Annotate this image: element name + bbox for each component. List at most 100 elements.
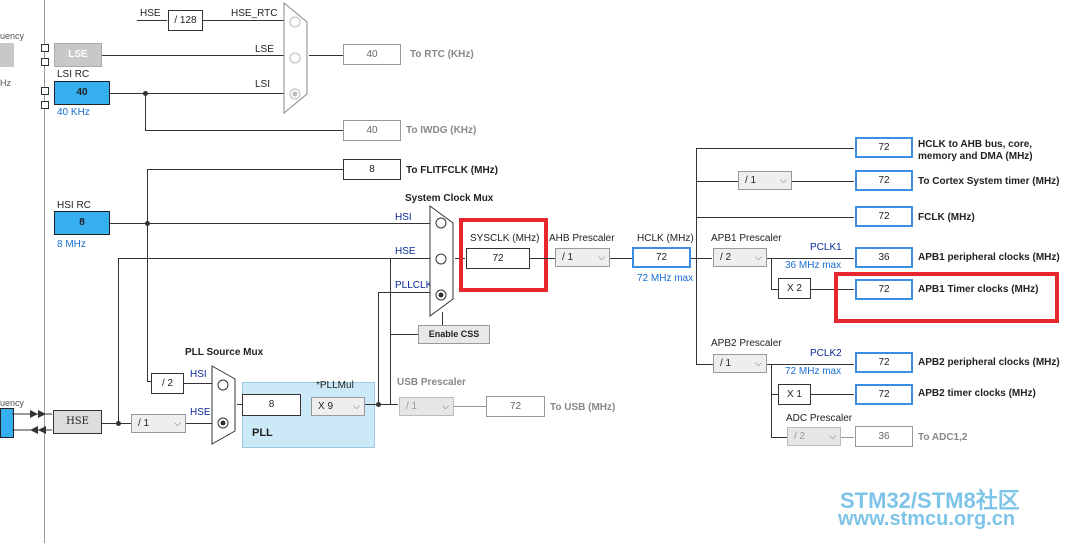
- apb1-timer-label: APB1 Timer clocks (MHz): [918, 284, 1039, 295]
- system-clock-mux[interactable]: [429, 205, 455, 317]
- flitf-dest: To FLITFCLK (MHz): [406, 165, 499, 176]
- apb2-timer-label: APB2 timer clocks (MHz): [918, 388, 1036, 399]
- chevron-down-icon: ⌵: [174, 418, 181, 428]
- usb-out-box: 72: [486, 396, 545, 417]
- apb1-timer-box[interactable]: 72: [855, 279, 913, 300]
- wire: [118, 258, 430, 259]
- chevron-down-icon: ⌵: [353, 401, 360, 411]
- wire: [203, 20, 285, 21]
- usb-value: / 1: [406, 401, 418, 412]
- apb2-x1-box: X 1: [778, 384, 811, 405]
- watermark-line1: STM32/STM8社区: [840, 488, 1020, 513]
- junction: [145, 221, 150, 226]
- pll-source-mux[interactable]: [211, 365, 237, 445]
- wire: [696, 364, 713, 365]
- cortex-prescaler-select[interactable]: / 1 ⌵: [738, 171, 792, 190]
- sysmux-pllclk: PLLCLK: [395, 280, 433, 291]
- pclk2-max: 72 MHz max: [785, 366, 842, 377]
- wire: [454, 406, 486, 407]
- hse-box[interactable]: HSE: [53, 410, 102, 434]
- pclk2-label: PCLK2: [810, 348, 842, 359]
- wire: [841, 437, 854, 438]
- pclk1-max: 36 MHz max: [785, 260, 842, 271]
- adc-value: / 2: [794, 431, 806, 442]
- fclk-box[interactable]: 72: [855, 206, 913, 227]
- adc-prescaler-select[interactable]: / 2 ⌵: [787, 427, 841, 446]
- apb2-timer-box[interactable]: 72: [855, 384, 913, 405]
- apb1-x2-box: X 2: [778, 278, 811, 299]
- wire: [767, 364, 854, 365]
- chevron-down-icon: ⌵: [829, 431, 836, 441]
- sysclk-highlight: [459, 218, 548, 292]
- chevron-down-icon: ⌵: [442, 401, 449, 411]
- wire: [811, 289, 854, 290]
- cortex-timer-label: To Cortex System timer (MHz): [918, 176, 1060, 187]
- hclk-max: 72 MHz max: [637, 273, 694, 284]
- pll-mul-select[interactable]: X 9⌵: [311, 397, 365, 416]
- hsi-freq: 8 MHz: [57, 239, 86, 250]
- apb1-label: APB1 Prescaler: [711, 233, 782, 244]
- apb1-prescaler-select[interactable]: / 2 ⌵: [713, 248, 767, 267]
- apb2-label: APB2 Prescaler: [711, 338, 782, 349]
- sysmux-hse: HSE: [395, 246, 416, 257]
- apb1-timer-highlight: [834, 272, 1059, 323]
- left-divider: [44, 0, 45, 543]
- pll-div2-box: / 2: [151, 373, 184, 394]
- apb1-value: / 2: [720, 252, 732, 263]
- usb-prescaler-select[interactable]: / 1 ⌵: [399, 397, 454, 416]
- wire: [237, 404, 242, 405]
- usb-dest: To USB (MHz): [550, 402, 616, 413]
- wire: [110, 223, 430, 224]
- lsi-label: LSI: [255, 79, 271, 90]
- wire: [771, 437, 787, 438]
- wire: [696, 217, 854, 218]
- chevron-down-icon: ⌵: [780, 175, 787, 185]
- hclk-ahb-box[interactable]: 72: [855, 137, 913, 158]
- wire: [309, 55, 343, 56]
- watermark-line2: www.stmcu.org.cn: [838, 508, 1016, 530]
- hse-label-rtc: HSE: [140, 8, 161, 19]
- wire: [771, 394, 778, 395]
- hse-div-select[interactable]: / 1⌵: [131, 414, 186, 433]
- hclk-value-box[interactable]: 72: [632, 247, 691, 268]
- ahb-prescaler-select[interactable]: / 1⌵: [555, 248, 610, 267]
- pll-mul-label: *PLLMul: [316, 380, 354, 391]
- apb2-peripheral-label: APB2 peripheral clocks (MHz): [918, 357, 1060, 368]
- sysclk-value-box[interactable]: 72: [466, 248, 530, 269]
- iwdg-dest: To IWDG (KHz): [406, 125, 477, 136]
- hse-rtc-label: HSE_RTC: [231, 8, 278, 19]
- hsi-value-box[interactable]: 8: [54, 211, 110, 235]
- wire: [186, 423, 212, 424]
- apb2-prescaler-select[interactable]: / 1 ⌵: [713, 354, 767, 373]
- wire: [771, 364, 772, 437]
- left-box-top: [0, 43, 14, 67]
- wire: [147, 169, 148, 381]
- rtc-dest: To RTC (KHz): [410, 49, 474, 60]
- connector: [41, 44, 49, 52]
- apb1-peripheral-box[interactable]: 36: [855, 247, 913, 268]
- iwdg-value-box: 40: [343, 120, 401, 141]
- wire: [792, 181, 854, 182]
- wire: [530, 258, 555, 259]
- pll-name: PLL: [252, 427, 273, 439]
- chevron-down-icon: ⌵: [755, 358, 762, 368]
- lse-box[interactable]: LSE: [54, 43, 102, 67]
- lsi-title: LSI RC: [57, 69, 90, 80]
- chevron-down-icon: ⌵: [755, 252, 762, 262]
- junction: [116, 421, 121, 426]
- wire: [390, 292, 391, 404]
- lsi-value-box[interactable]: 40: [54, 81, 110, 105]
- wire: [696, 148, 854, 149]
- adc-out-box: 36: [855, 426, 913, 447]
- cortex-timer-box[interactable]: 72: [855, 170, 913, 191]
- wire: [696, 181, 738, 182]
- rtc-mux[interactable]: [283, 2, 309, 114]
- hse-input-box[interactable]: [0, 408, 14, 438]
- enable-css-button[interactable]: Enable CSS: [418, 325, 490, 344]
- apb2-value: / 1: [720, 358, 732, 369]
- fclk-label: FCLK (MHz): [918, 212, 975, 223]
- connector: [41, 87, 49, 95]
- apb2-peripheral-box[interactable]: 72: [855, 352, 913, 373]
- wire: [390, 258, 391, 334]
- cortex-value: / 1: [745, 175, 757, 186]
